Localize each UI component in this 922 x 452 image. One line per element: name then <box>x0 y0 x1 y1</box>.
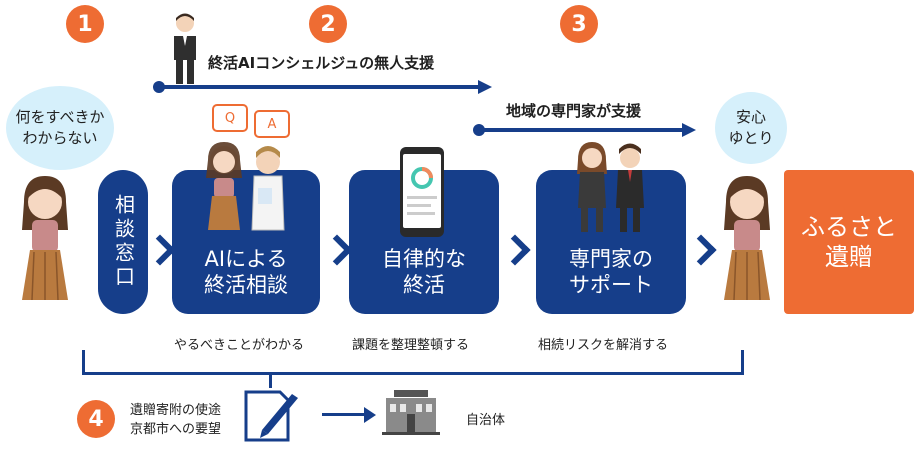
thought-line-2: わからない <box>16 128 105 149</box>
city-hall-icon <box>380 388 442 436</box>
goal-line-2: 遺贈 <box>825 242 873 272</box>
bracket-bottom <box>82 372 744 375</box>
bracket-right <box>741 350 744 374</box>
bracket-left <box>82 350 85 374</box>
expert-support-arrow-head <box>682 123 696 137</box>
question-badge: Q <box>212 104 248 132</box>
chevron-right-icon <box>144 234 175 265</box>
smartphone-icon <box>399 146 445 238</box>
card-title-line-2: 終活 <box>403 272 445 298</box>
step-1-badge: 1 <box>66 5 104 43</box>
document-pen-icon <box>240 384 302 446</box>
expert-figures <box>572 138 652 234</box>
goal-line-1: ふるさと <box>801 212 897 242</box>
goal-furusato-bequest: ふるさと 遺贈 <box>784 170 914 314</box>
thought-bubble-confused: 何をすべきか わからない <box>6 86 114 170</box>
card-title-line-1: 専門家の <box>569 246 653 272</box>
thought-line-1: 何をすべきか <box>16 107 105 128</box>
consultation-window: 相談窓口 <box>98 170 148 314</box>
step-2-badge: 2 <box>309 5 347 43</box>
ai-concierge-figure <box>170 12 200 86</box>
card-title-line-1: AIによる <box>205 246 288 272</box>
woman-and-doctor-figures <box>196 138 296 234</box>
ai-support-arrow-head <box>478 80 492 94</box>
card-3-caption: 相続リスクを解消する <box>538 334 668 353</box>
thought-line-1: 安心 <box>728 107 773 128</box>
step-3-badge: 3 <box>560 5 598 43</box>
chevron-right-icon <box>499 234 530 265</box>
woman-figure-right <box>712 172 782 307</box>
thought-bubble-relief: 安心 ゆとり <box>715 92 787 164</box>
ai-concierge-label: 終活AIコンシェルジュの無人支援 <box>208 52 434 73</box>
card-2-caption: 課題を整理整頓する <box>352 334 469 353</box>
request-text: 遺贈寄附の使途 京都市への要望 <box>130 402 221 440</box>
card-title-line-2: 終活相談 <box>204 272 288 298</box>
woman-figure-left <box>10 172 80 307</box>
request-line-1: 遺贈寄附の使途 <box>130 402 221 421</box>
municipality-arrow-head <box>364 407 376 423</box>
card-title-line-2: サポート <box>569 272 653 298</box>
request-line-2: 京都市への要望 <box>130 421 221 440</box>
chevron-right-icon <box>321 234 352 265</box>
consultation-window-label: 相談窓口 <box>111 194 136 290</box>
local-experts-label: 地域の専門家が支援 <box>506 100 641 121</box>
municipality-arrow-line <box>322 413 366 416</box>
expert-support-arrow-line <box>479 128 683 132</box>
ai-support-arrow-line <box>159 85 479 89</box>
answer-badge: A <box>254 110 290 138</box>
card-title-line-1: 自律的な <box>382 246 466 272</box>
step-4-badge: 4 <box>77 400 115 438</box>
thought-line-2: ゆとり <box>728 128 773 149</box>
municipality-label: 自治体 <box>466 409 505 428</box>
card-1-caption: やるべきことがわかる <box>174 334 304 353</box>
